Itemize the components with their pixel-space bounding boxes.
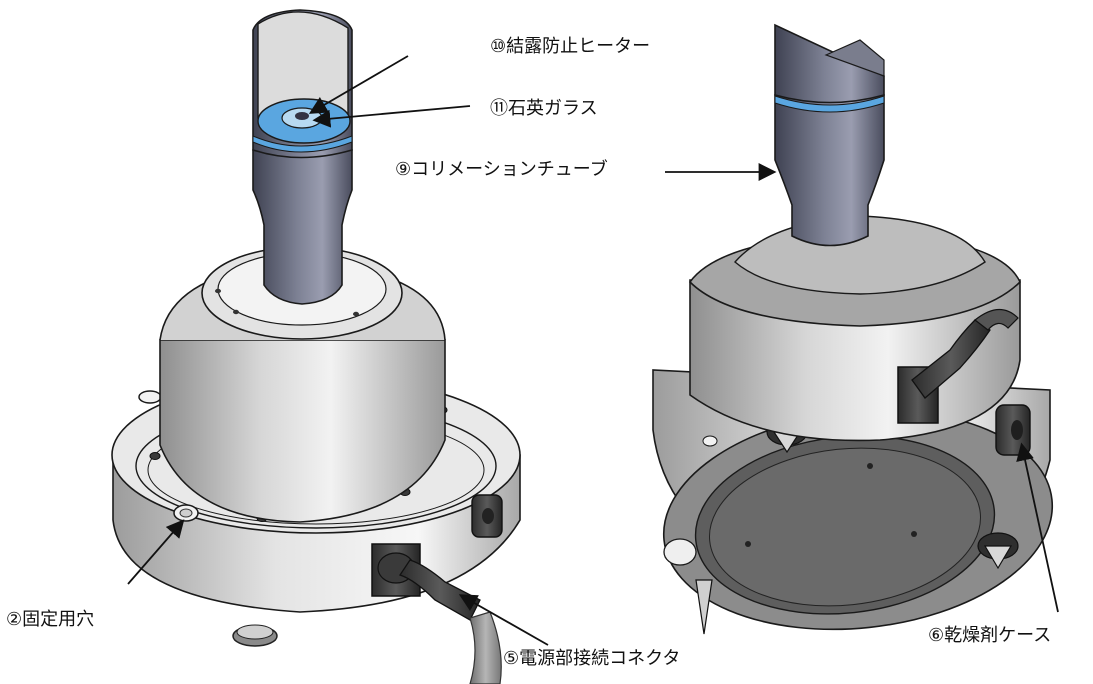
collimation-tube-left [252,149,353,305]
right-instrument [652,23,1054,635]
label-power-connector: ⑤電源部接続コネクタ [503,648,681,669]
label-quartz-glass: ⑪石英ガラス [490,98,598,119]
collimation-tube-right [774,94,885,247]
leader-lines [127,55,1059,646]
label-desiccant-case: ⑥乾燥剤ケース [928,625,1052,646]
label-heater: ⑩結露防止ヒーター [490,36,651,57]
left-instrument [111,9,521,684]
label-fixing-hole: ②固定用穴 [6,609,95,630]
label-collimation-tube: ⑨コリメーションチューブ [395,159,608,180]
